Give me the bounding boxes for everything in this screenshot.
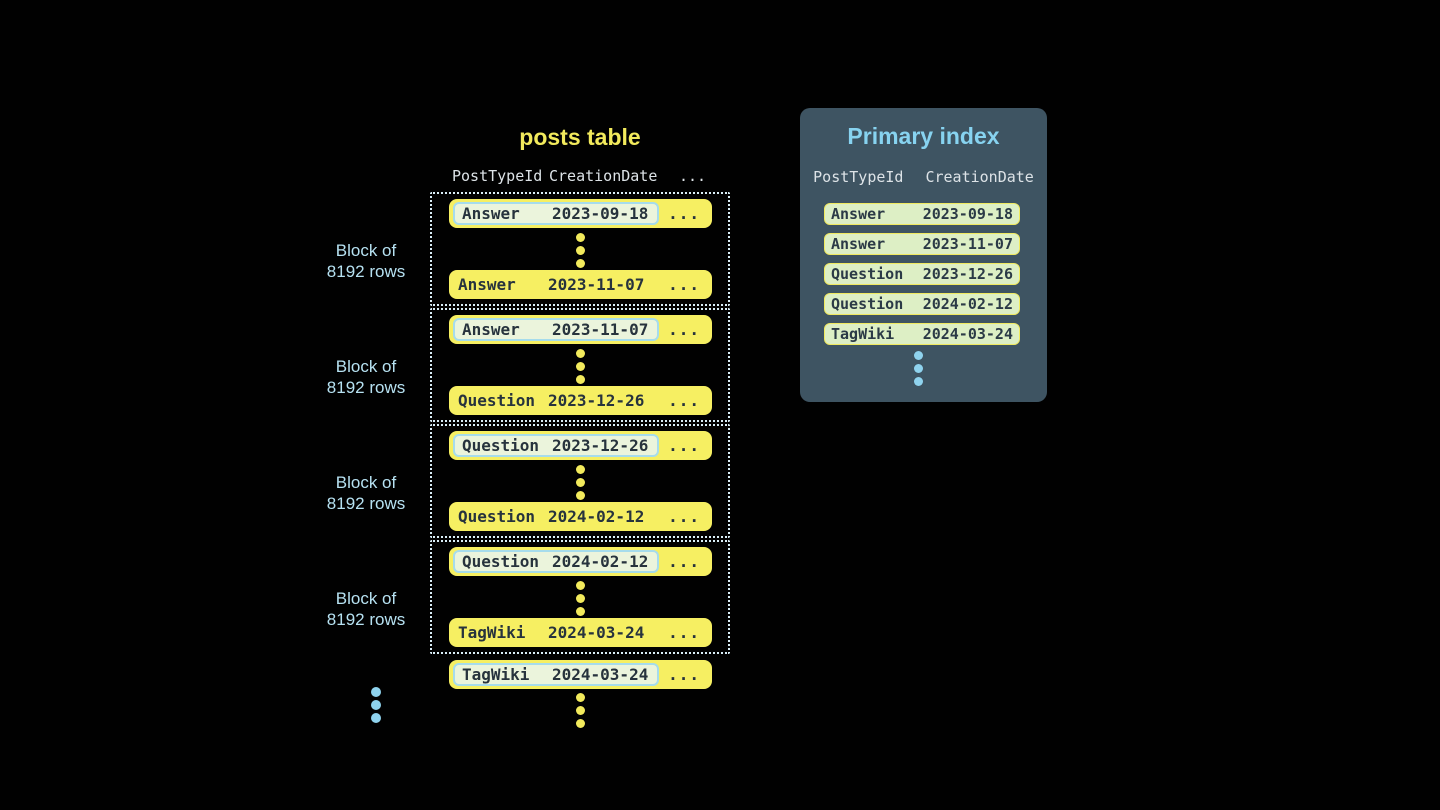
cell-posttypeid: Answer: [458, 275, 516, 294]
index-row-5: TagWiki 2024-03-24: [824, 323, 1020, 345]
cell-ellipsis: ...: [668, 391, 700, 410]
cell-posttypeid: Answer: [462, 320, 520, 339]
column-header-ellipsis: ...: [679, 167, 707, 185]
table-block-3: Question 2023-12-26 ... Question 2024-02…: [430, 424, 730, 538]
cell-ellipsis: ...: [668, 320, 700, 339]
cell-posttypeid: Question: [458, 507, 536, 526]
block-label-line2: 8192 rows: [326, 494, 406, 513]
index-entry-highlight: Question 2024-02-12: [453, 550, 659, 573]
cell-creationdate: 2023-09-18: [552, 204, 649, 223]
cell-creationdate: 2023-09-18: [922, 205, 1013, 223]
cell-creationdate: 2023-12-26: [922, 265, 1013, 283]
posts-table-title: posts table: [519, 124, 641, 150]
more-entries-dots: [914, 351, 923, 386]
block-label-line1: Block of: [335, 241, 397, 260]
table-block-2: Answer 2023-11-07 ... Question 2023-12-2…: [430, 308, 730, 422]
table-row-block3-last: Question 2024-02-12 ...: [449, 502, 712, 531]
index-entry-highlight: Answer 2023-09-18: [453, 202, 659, 225]
omitted-rows-dots: [576, 349, 585, 384]
omitted-rows-dots: [576, 581, 585, 616]
cell-creationdate: 2023-11-07: [548, 275, 645, 294]
cell-ellipsis: ...: [668, 623, 700, 642]
index-row-4: Question 2024-02-12: [824, 293, 1020, 315]
posts-table-column-headers: PostTypeId CreationDate ...: [430, 167, 730, 187]
cell-creationdate: 2023-11-07: [922, 235, 1013, 253]
block-label-line2: 8192 rows: [326, 262, 406, 281]
cell-creationdate: 2023-12-26: [548, 391, 645, 410]
index-row-3: Question 2023-12-26: [824, 263, 1020, 285]
block-label-line1: Block of: [335, 357, 397, 376]
cell-creationdate: 2024-03-24: [922, 325, 1013, 343]
cell-posttypeid: Question: [462, 552, 540, 571]
primary-index-panel: Primary index PostTypeId CreationDate An…: [800, 108, 1047, 402]
cell-posttypeid: Answer: [831, 205, 886, 223]
block-label-line1: Block of: [335, 473, 397, 492]
cell-posttypeid: Answer: [462, 204, 520, 223]
block-label-3: Block of 8192 rows: [310, 472, 422, 514]
table-row-block4-first: Question 2024-02-12 ...: [449, 547, 712, 576]
cell-ellipsis: ...: [668, 436, 700, 455]
primary-index-column-headers: PostTypeId CreationDate: [800, 168, 1047, 186]
index-row-2: Answer 2023-11-07: [824, 233, 1020, 255]
more-blocks-dots: [371, 687, 381, 723]
column-header-posttypeid: PostTypeId: [813, 168, 904, 186]
table-row-block1-first: Answer 2023-09-18 ...: [449, 199, 712, 228]
index-entry-highlight: TagWiki 2024-03-24: [453, 663, 659, 686]
cell-creationdate: 2024-02-12: [548, 507, 645, 526]
cell-creationdate: 2023-11-07: [552, 320, 649, 339]
more-rows-dots: [576, 693, 585, 728]
cell-creationdate: 2024-02-12: [552, 552, 649, 571]
table-block-1: Answer 2023-09-18 ... Answer 2023-11-07 …: [430, 192, 730, 306]
cell-creationdate: 2024-03-24: [548, 623, 645, 642]
cell-posttypeid: Question: [831, 295, 904, 313]
block-label-line2: 8192 rows: [326, 378, 406, 397]
table-block-4: Question 2024-02-12 ... TagWiki 2024-03-…: [430, 540, 730, 654]
index-row-1: Answer 2023-09-18: [824, 203, 1020, 225]
block-label-2: Block of 8192 rows: [310, 356, 422, 398]
table-row-block2-first: Answer 2023-11-07 ...: [449, 315, 712, 344]
cell-ellipsis: ...: [668, 665, 700, 684]
index-entry-highlight: Answer 2023-11-07: [453, 318, 659, 341]
cell-creationdate: 2024-02-12: [922, 295, 1013, 313]
column-header-posttypeid: PostTypeId: [452, 167, 543, 185]
cell-posttypeid: Question: [458, 391, 536, 410]
cell-posttypeid: Question: [462, 436, 540, 455]
table-row-overflow: TagWiki 2024-03-24 ...: [449, 660, 712, 689]
cell-posttypeid: Answer: [831, 235, 886, 253]
cell-creationdate: 2023-12-26: [552, 436, 649, 455]
cell-posttypeid: TagWiki: [458, 623, 526, 642]
omitted-rows-dots: [576, 465, 585, 500]
block-label-1: Block of 8192 rows: [310, 240, 422, 282]
omitted-rows-dots: [576, 233, 585, 268]
cell-posttypeid: TagWiki: [462, 665, 530, 684]
cell-posttypeid: TagWiki: [831, 325, 895, 343]
block-label-line2: 8192 rows: [326, 610, 406, 629]
column-header-creationdate: CreationDate: [549, 167, 658, 185]
primary-index-title: Primary index: [847, 123, 1000, 149]
table-row-block4-last: TagWiki 2024-03-24 ...: [449, 618, 712, 647]
cell-creationdate: 2024-03-24: [552, 665, 649, 684]
table-row-block1-last: Answer 2023-11-07 ...: [449, 270, 712, 299]
cell-posttypeid: Question: [831, 265, 904, 283]
table-row-block3-first: Question 2023-12-26 ...: [449, 431, 712, 460]
index-entry-highlight: Question 2023-12-26: [453, 434, 659, 457]
cell-ellipsis: ...: [668, 204, 700, 223]
block-label-line1: Block of: [335, 589, 397, 608]
table-row-block2-last: Question 2023-12-26 ...: [449, 386, 712, 415]
cell-ellipsis: ...: [668, 552, 700, 571]
cell-ellipsis: ...: [668, 275, 700, 294]
block-label-4: Block of 8192 rows: [310, 588, 422, 630]
column-header-creationdate: CreationDate: [925, 168, 1034, 186]
cell-ellipsis: ...: [668, 507, 700, 526]
